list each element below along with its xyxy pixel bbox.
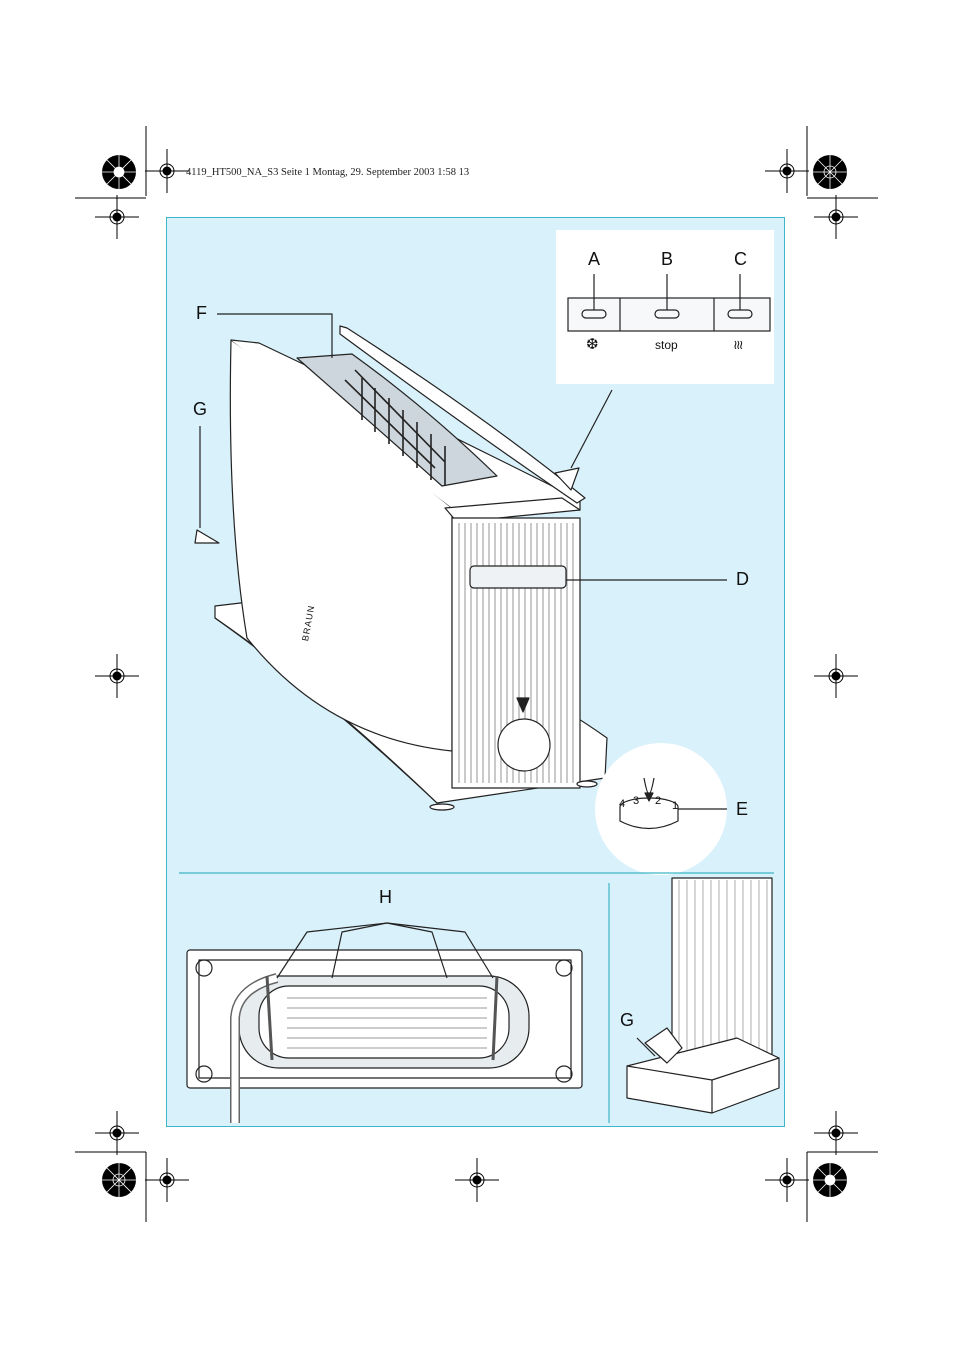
dial-mark-1: 1 (672, 800, 679, 812)
button-label-a: A (588, 249, 601, 269)
button-strip-drawing (567, 274, 771, 332)
stop-label: stop (655, 338, 678, 352)
reheat-icon: ≀≀≀ (733, 337, 744, 352)
dial-mark-4: 4 (619, 798, 626, 810)
dial-mark-3: 3 (633, 795, 640, 807)
button-panel-inset: A B C ❆ stop ≀≀≀ (556, 230, 774, 384)
dial-mark-2: 2 (655, 795, 662, 807)
illustration-panel: F G D E H G BRAUN 4 3 2 1 A B C ❆ stop ≀… (166, 217, 785, 1127)
button-label-b: B (661, 249, 674, 269)
print-header: 4119_HT500_NA_S3 Seite 1 Montag, 29. Sep… (186, 167, 470, 178)
button-label-c: C (734, 249, 747, 269)
defrost-icon: ❆ (586, 336, 599, 353)
label-d: D (736, 569, 749, 589)
label-h: H (379, 887, 392, 907)
label-g-detail: G (620, 1010, 635, 1030)
label-g-main: G (193, 399, 208, 419)
label-e: E (736, 799, 749, 819)
toaster-illustration (179, 313, 780, 1123)
label-f: F (196, 303, 207, 323)
